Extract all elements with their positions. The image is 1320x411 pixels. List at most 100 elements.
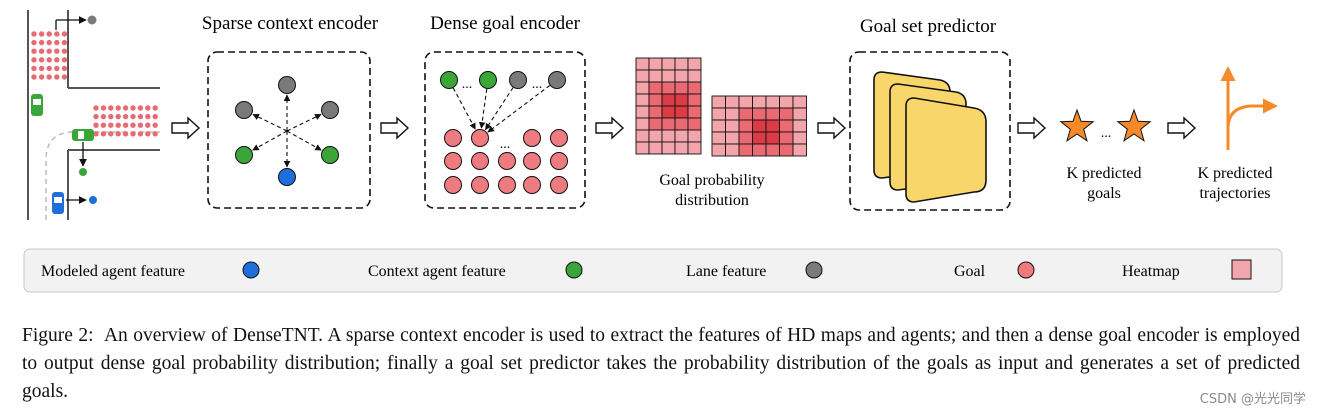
map-goal-dot [46, 31, 52, 37]
heatmap-cell [674, 129, 689, 143]
map-goal-dot [100, 113, 107, 120]
sparse-node [278, 168, 296, 186]
goal-probability-heatmaps: Goal probability distribution [635, 57, 807, 209]
map-goal-dot [61, 65, 68, 72]
heatmap-cell [635, 105, 650, 119]
flow-arrow [595, 116, 625, 140]
heatmap-cell [635, 69, 650, 83]
heatmap-cell [648, 129, 663, 143]
heatmap-cell [635, 57, 650, 71]
map-goal-dot [130, 131, 136, 137]
map-goal-dot [100, 105, 107, 111]
heatmap-cell [792, 119, 807, 133]
map-goal-dot [54, 65, 60, 72]
overview-diagram: Sparse context encoder Dense goal encode… [23, 10, 1283, 293]
goal-node [550, 129, 568, 147]
sparse-edge [286, 113, 322, 132]
goal-node [444, 152, 462, 170]
map-goal-dot [93, 131, 99, 137]
heatmap-cell [711, 119, 726, 133]
map-goal-dot [38, 74, 45, 80]
heatmap-cell [752, 119, 767, 133]
goal-node [550, 176, 568, 194]
map-goal-dot [108, 131, 114, 137]
heatmap-tall [635, 57, 702, 155]
dense-edge [487, 84, 551, 133]
heatmap-cell [711, 95, 726, 109]
map-goal-dot [46, 39, 52, 46]
heatmap-cell [687, 129, 702, 143]
heatmap-cell [765, 143, 780, 157]
map-goal-dot [93, 105, 99, 111]
map-goal-dot [61, 57, 68, 63]
goal-star-icon [1116, 108, 1152, 142]
heatmap-cell [661, 141, 676, 155]
heatmap-cell [674, 57, 689, 71]
heatmap-cell [725, 143, 740, 157]
sparse-node [235, 146, 253, 164]
ellipsis-text: ... [1101, 126, 1112, 141]
goal-node [523, 129, 541, 147]
goal-node [444, 176, 462, 194]
map-goal-dot [122, 122, 129, 128]
map-goal-dot [137, 113, 144, 120]
heatmap-cell [687, 69, 702, 83]
heatmap-cell [687, 81, 702, 95]
predictor-card [905, 97, 987, 203]
map-goal-dot [152, 122, 158, 128]
map-goal-dot [152, 105, 158, 111]
map-goal-dot [130, 122, 136, 128]
figure-label: Figure 2: [22, 325, 94, 346]
map-goal-dot [31, 65, 37, 72]
heatmap-cell [674, 81, 689, 95]
map-goal-dot [38, 39, 45, 46]
heatmap-cell [711, 107, 726, 121]
flow-arrow [380, 116, 410, 140]
heatmap-cell [792, 131, 807, 145]
map-goal-dot [145, 131, 151, 137]
map-goal-dot [93, 122, 99, 128]
goal-set-predictor-title: Goal set predictor [860, 16, 997, 37]
flow-arrow [817, 116, 847, 140]
heatmap-cell [792, 107, 807, 121]
predicted-trajectories: K predicted trajectories [1197, 66, 1278, 202]
map-goal-dot [108, 105, 114, 111]
dense-encoder-box [424, 51, 586, 209]
ellipsis-text: ... [462, 77, 473, 92]
heatmap-cell [661, 129, 676, 143]
heatmap-cell [792, 95, 807, 109]
heatmap-cell [779, 131, 794, 145]
map-goal-dot [61, 39, 68, 46]
map-goal-dot [145, 105, 151, 111]
dense-top-node [479, 71, 497, 89]
map-goal-dot [54, 39, 60, 46]
map-goal-dot [46, 65, 52, 72]
map-goal-dot [137, 105, 144, 111]
k-goals-label-line1: K predicted [1066, 165, 1141, 182]
map-goal-dot [38, 57, 45, 63]
map-goal-dot [130, 113, 136, 120]
heatmap-cell [738, 143, 753, 157]
legend-context-dot [565, 261, 583, 279]
sparse-graph [235, 76, 339, 186]
heatmap-cell [635, 81, 650, 95]
map-goal-dots [31, 31, 158, 137]
heatmap-cell [674, 69, 689, 83]
trajectory-arrow-right [1226, 98, 1278, 150]
context-agent-dot [79, 168, 87, 176]
goal-node [523, 176, 541, 194]
sparse-node [235, 101, 253, 119]
legend-modeled-label: Modeled agent feature [41, 263, 185, 280]
k-trajs-label-line2: trajectories [1199, 185, 1270, 202]
map-goal-dot [38, 31, 45, 37]
map-goal-dot [115, 105, 121, 111]
heatmap-cell [752, 95, 767, 109]
k-trajs-label-line1: K predicted [1197, 165, 1272, 182]
heatmap-cell [674, 117, 689, 131]
map-goal-dot [54, 48, 60, 54]
ellipsis-text: ... [500, 137, 511, 152]
map-goal-dot [100, 122, 107, 128]
map-goal-dot [61, 31, 68, 37]
goal-node [444, 129, 462, 147]
legend-modeled-dot [242, 261, 260, 279]
